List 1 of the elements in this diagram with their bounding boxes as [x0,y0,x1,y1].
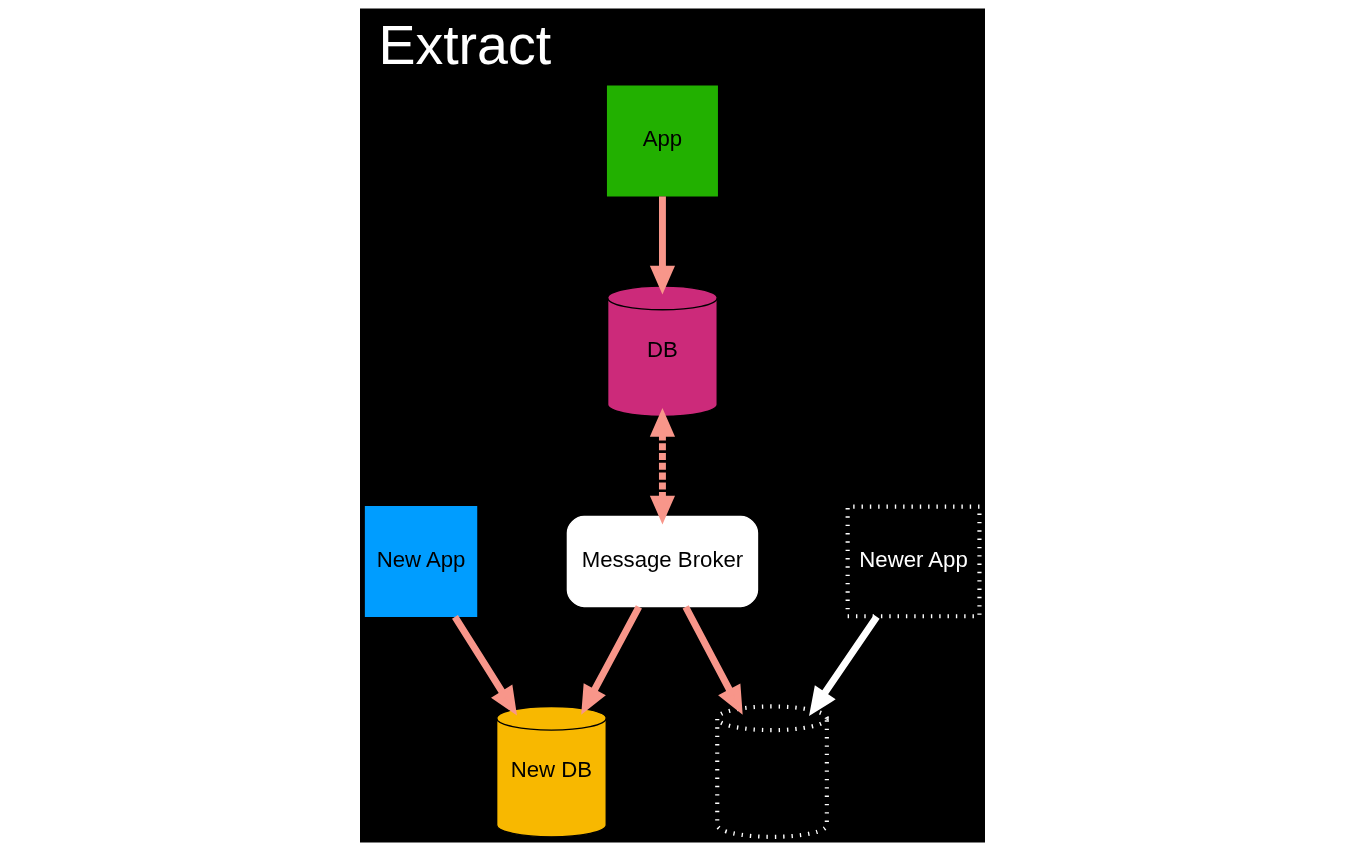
diagram-title: Extract [378,14,552,77]
